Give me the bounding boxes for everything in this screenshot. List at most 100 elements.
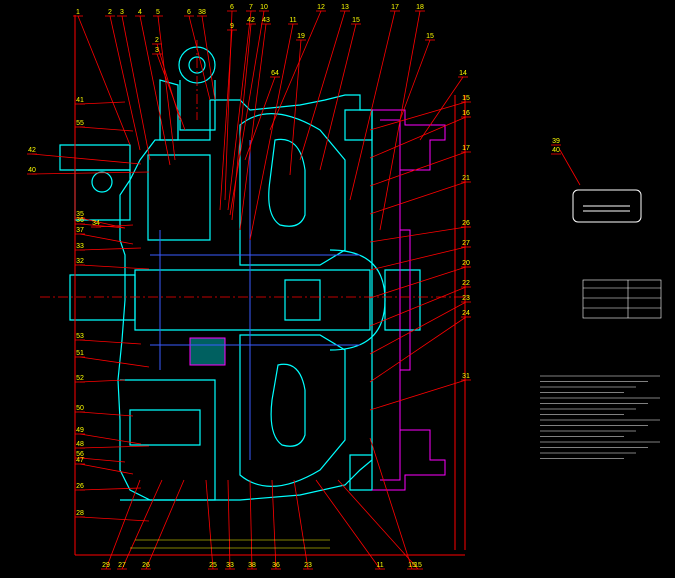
leader-line xyxy=(244,76,276,161)
balloon-left: 42 xyxy=(28,147,36,154)
leader-line xyxy=(227,10,252,211)
balloon-top: 15 xyxy=(352,17,360,24)
leader-line xyxy=(31,153,142,165)
leader-line xyxy=(139,15,171,166)
balloon-left: 48 xyxy=(76,441,84,448)
leader-line xyxy=(79,379,126,383)
leader-line xyxy=(269,10,322,131)
leader-line xyxy=(77,15,131,146)
leader-line xyxy=(369,286,467,327)
balloon-left: 35 xyxy=(76,211,84,218)
leader-line xyxy=(79,264,150,270)
balloon-bottom: 15 xyxy=(414,562,422,569)
leader-line xyxy=(369,301,467,355)
balloon-right: 24 xyxy=(462,310,470,317)
balloon-left: 36 xyxy=(76,217,84,224)
leader-line xyxy=(79,487,142,491)
balloon-left: 32 xyxy=(76,258,84,265)
internal-detail xyxy=(150,140,360,460)
leader-line xyxy=(369,266,467,299)
leader-line xyxy=(293,479,309,570)
centerlines xyxy=(40,40,470,298)
balloon-left: 37 xyxy=(76,227,84,234)
balloon-left: 53 xyxy=(76,333,84,340)
leader-line xyxy=(227,479,231,570)
leader-line xyxy=(95,224,134,228)
balloon-right: 15 xyxy=(462,95,470,102)
leader-line xyxy=(349,10,396,201)
balloon-right: 22 xyxy=(462,280,470,287)
balloon-right: 17 xyxy=(462,145,470,152)
balloon-top: 2 xyxy=(108,9,112,16)
balloon-top2: 64 xyxy=(271,70,279,77)
balloon-top2: 19 xyxy=(297,33,305,40)
leader-line xyxy=(369,226,467,243)
balloon-ref: 39 xyxy=(552,138,560,145)
balloon-top2: 14 xyxy=(459,70,467,77)
balloon-top2: 9 xyxy=(230,23,234,30)
leader-line xyxy=(289,39,302,176)
leader-line xyxy=(337,479,419,570)
leader-line xyxy=(156,43,181,121)
balloon-left: 51 xyxy=(76,350,84,357)
balloon-top: 12 xyxy=(317,4,325,11)
leader-line xyxy=(188,15,211,101)
leader-line xyxy=(79,233,134,245)
leader-line xyxy=(79,463,134,475)
balloon-left: 40 xyxy=(28,167,36,174)
balloon-bottom: 33 xyxy=(226,562,234,569)
balloon-top: 17 xyxy=(391,4,399,11)
leader-line xyxy=(121,479,163,570)
leader-line xyxy=(79,217,126,229)
leader-line xyxy=(315,479,381,570)
leader-line xyxy=(31,171,150,175)
balloon-right: 16 xyxy=(462,110,470,117)
balloon-top: 5 xyxy=(156,9,160,16)
balloon-top: 42 xyxy=(247,17,255,24)
leader-line xyxy=(79,433,142,445)
leader-line xyxy=(369,101,467,131)
balloon-top: 1 xyxy=(76,9,80,16)
leader-line xyxy=(121,15,151,161)
balloon-left: 52 xyxy=(76,375,84,382)
balloon-top: 3 xyxy=(120,9,124,16)
balloon-bottom: 29 xyxy=(102,562,110,569)
balloon-bottom: 25 xyxy=(209,562,217,569)
balloon-right: 31 xyxy=(462,373,470,380)
leader-line xyxy=(79,356,150,368)
nameplate xyxy=(559,149,642,223)
leader-line xyxy=(369,181,467,215)
balloon-left: 56 xyxy=(76,451,84,458)
leader-line xyxy=(239,23,267,231)
leader-line xyxy=(156,53,186,131)
leader-line xyxy=(399,39,431,121)
leader-line xyxy=(249,479,253,570)
balloon-top: 18 xyxy=(416,4,424,11)
balloon-left: 55 xyxy=(76,120,84,127)
leader-line xyxy=(299,10,346,161)
leader-line xyxy=(79,101,126,105)
leader-line xyxy=(79,126,134,132)
balloon-top: 6 xyxy=(230,4,234,11)
spec-table xyxy=(582,279,662,319)
leader-line xyxy=(157,15,176,161)
leader-line xyxy=(271,479,277,570)
balloon-left: 49 xyxy=(76,427,84,434)
balloon-bottom: 38 xyxy=(248,562,256,569)
dimension-lines xyxy=(130,539,330,549)
balloon-left: 50 xyxy=(76,405,84,412)
balloon-left: 47 xyxy=(76,457,84,464)
balloon-top2: 2 xyxy=(155,37,159,44)
balloon-right: 15 xyxy=(408,562,416,569)
leader-line xyxy=(79,223,126,229)
balloon-bottom: 26 xyxy=(142,562,150,569)
balloon-bottom: 27 xyxy=(118,562,126,569)
leader-line xyxy=(79,516,150,522)
leader-line xyxy=(79,445,150,449)
balloon-top: 11 xyxy=(289,17,296,24)
balloon-left: 41 xyxy=(76,97,84,104)
balloon-bottom: 23 xyxy=(304,562,312,569)
